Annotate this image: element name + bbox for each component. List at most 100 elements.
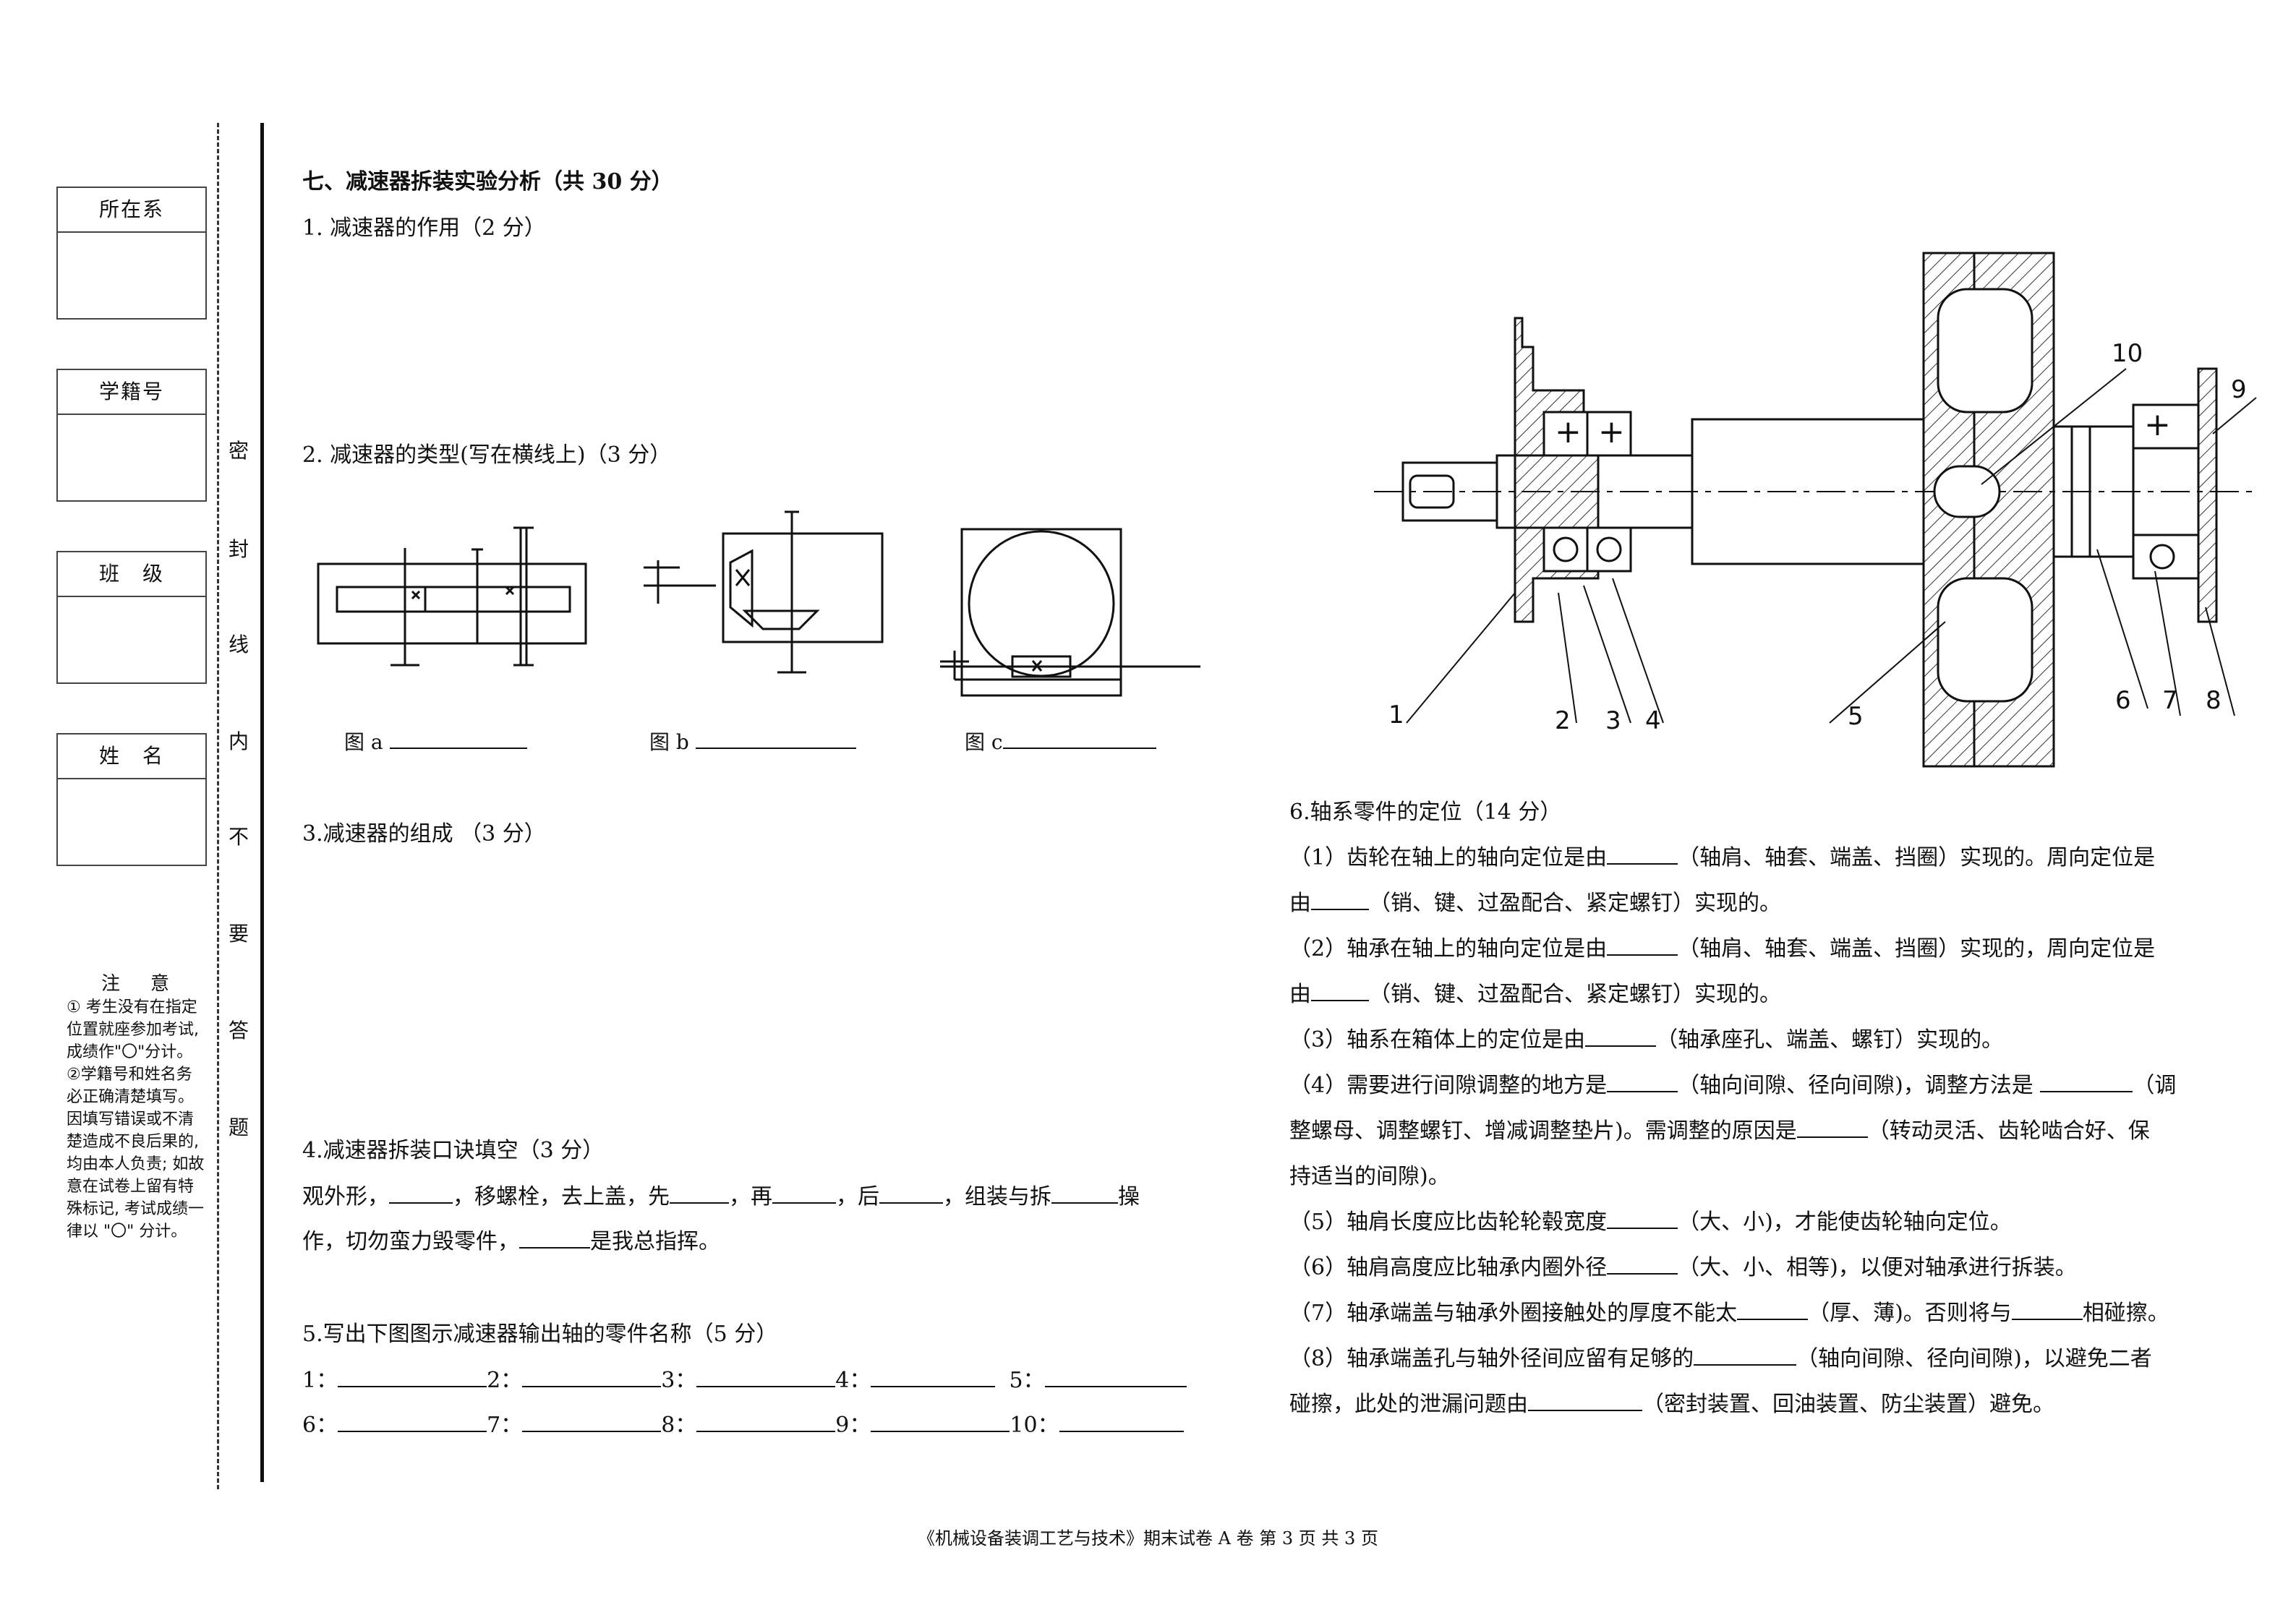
text-segment: 观外形， bbox=[302, 1184, 389, 1209]
text-segment: （销、键、过盈配合、紧定螺钉）实现的。 bbox=[1369, 982, 1781, 1007]
info-box-label: 姓 名 bbox=[58, 735, 205, 779]
q4-blank[interactable] bbox=[519, 1228, 590, 1249]
info-box-name[interactable]: 姓 名 bbox=[56, 733, 207, 866]
text-segment: 10： bbox=[1010, 1413, 1059, 1438]
part-name-blank[interactable] bbox=[1044, 1367, 1187, 1387]
info-box-student-id[interactable]: 学籍号 bbox=[56, 369, 207, 502]
info-box-department[interactable]: 所在系 bbox=[56, 187, 207, 320]
part-name-blank[interactable] bbox=[338, 1412, 487, 1432]
part-name-blank[interactable] bbox=[871, 1412, 1010, 1432]
text-segment: 2： bbox=[487, 1368, 523, 1393]
q6-blank[interactable] bbox=[1607, 1254, 1678, 1275]
q6-line: （1）齿轮在轴上的轴向定位是由（轴肩、轴套、端盖、挡圈）实现的。周向定位是 bbox=[1289, 835, 2208, 881]
q6-blank[interactable] bbox=[1607, 935, 1678, 956]
text-segment: ，再 bbox=[729, 1184, 772, 1209]
gear-key bbox=[1933, 465, 2001, 518]
text-segment: （厚、薄)。否则将与 bbox=[1808, 1301, 2012, 1326]
seal-char: 内 bbox=[228, 729, 249, 753]
q6-blank[interactable] bbox=[1585, 1027, 1657, 1047]
part-label: 5 bbox=[1848, 702, 1864, 731]
text-segment: 相碰擦。 bbox=[2082, 1301, 2169, 1326]
q4-blank[interactable] bbox=[879, 1183, 943, 1204]
text-segment: （2）轴承在轴上的轴向定位是由 bbox=[1289, 936, 1608, 962]
part-name-blank[interactable] bbox=[696, 1367, 836, 1387]
q6-line: 整螺母、调整螺钉、增减调整垫片)。需调整的原因是 （转动灵活、齿轮啮合好、保 bbox=[1289, 1108, 2208, 1154]
text-segment: （轴肩、轴套、端盖、挡圈）实现的。周向定位是 bbox=[1678, 845, 2156, 870]
text-segment: （轴向间隙、径向间隙)，以避免二者 bbox=[1796, 1346, 2152, 1371]
figure-b-caption: 图 b bbox=[649, 730, 689, 754]
part-label: 2 bbox=[1555, 706, 1571, 735]
question-2: 2. 减速器的类型(写在横线上)（3 分） bbox=[302, 442, 672, 468]
q4-blank[interactable] bbox=[772, 1183, 836, 1204]
q6-blank[interactable] bbox=[1796, 1118, 1868, 1138]
text-segment: 作，切勿蛮力毁零件， bbox=[302, 1229, 519, 1254]
text-segment: 6： bbox=[302, 1413, 338, 1438]
q4-blank[interactable] bbox=[670, 1183, 729, 1204]
text-segment: （轴承座孔、端盖、螺钉）实现的。 bbox=[1656, 1027, 2004, 1053]
q6-line: （7）轴承端盖与轴承外圈接触处的厚度不能太（厚、薄)。否则将与相碰擦。 bbox=[1289, 1290, 2208, 1336]
q6-line: 持适当的间隙)。 bbox=[1289, 1154, 2208, 1199]
question-4: 4.减速器拆装口诀填空（3 分） bbox=[302, 1138, 605, 1163]
question-6: 6.轴系零件的定位（14 分） （1）齿轮在轴上的轴向定位是由（轴肩、轴套、端盖… bbox=[1289, 789, 2208, 1427]
seal-char: 密 bbox=[228, 439, 249, 463]
bearing-cover-right bbox=[2197, 367, 2218, 623]
note-item: ① 考生没有在指定位置就座参加考试, 成绩作"〇"分计。 bbox=[67, 998, 199, 1061]
figure-a-answer-blank[interactable] bbox=[389, 727, 527, 749]
right-bearing-lower bbox=[2132, 534, 2200, 580]
question-6-title: 6.轴系零件的定位（14 分） bbox=[1289, 800, 1562, 825]
notes: ① 考生没有在指定位置就座参加考试, 成绩作"〇"分计。 ②学籍号和姓名务必正确… bbox=[67, 996, 205, 1243]
q6-blank[interactable] bbox=[1528, 1391, 1642, 1411]
text-segment: ，移螺栓，去上盖，先 bbox=[453, 1184, 670, 1209]
q6-blank[interactable] bbox=[1694, 1345, 1797, 1366]
q6-blank[interactable] bbox=[1311, 981, 1369, 1001]
q6-line: （6）轴肩高度应比轴承内圈外径（大、小、相等)，以便对轴承进行拆装。 bbox=[1289, 1245, 2208, 1290]
text-segment: （3）轴系在箱体上的定位是由 bbox=[1289, 1027, 1586, 1053]
q4-blank[interactable] bbox=[1051, 1183, 1118, 1204]
q6-blank[interactable] bbox=[2011, 1300, 2083, 1320]
part-name-blank[interactable] bbox=[522, 1412, 662, 1432]
svg-text:+: + bbox=[1598, 414, 1625, 450]
q4-blank[interactable] bbox=[389, 1183, 453, 1204]
question-5-row-2: 6：7：8：9：10： bbox=[302, 1407, 1184, 1439]
seal-solid-line bbox=[260, 123, 264, 1482]
text-segment: （转动灵活、齿轮啮合好、保 bbox=[1867, 1118, 2150, 1144]
part-label: 4 bbox=[1645, 706, 1661, 735]
q6-blank[interactable] bbox=[1607, 1072, 1678, 1092]
notes-title: 注 意 bbox=[101, 973, 176, 995]
part-name-blank[interactable] bbox=[338, 1367, 487, 1387]
text-segment: （大、小、相等)，以便对轴承进行拆装。 bbox=[1678, 1255, 2077, 1280]
q6-blank[interactable] bbox=[1737, 1300, 1809, 1320]
note-item: ②学籍号和姓名务必正确清楚填写。因填写错误或不清楚造成不良后果的, 均由本人负责… bbox=[67, 1066, 205, 1241]
figure-b-answer-blank[interactable] bbox=[695, 727, 856, 749]
info-box-class[interactable]: 班 级 bbox=[56, 551, 207, 684]
seal-dashed-line bbox=[217, 123, 219, 1489]
q6-line: （5）轴肩长度应比齿轮轮毂宽度（大、小)，才能使齿轮轴向定位。 bbox=[1289, 1199, 2208, 1245]
part-label: 7 bbox=[2162, 686, 2178, 715]
q6-line: （2）轴承在轴上的轴向定位是由（轴肩、轴套、端盖、挡圈）实现的，周向定位是 bbox=[1289, 926, 2208, 972]
part-name-blank[interactable] bbox=[871, 1367, 996, 1387]
question-4-line-1: 观外形，，移螺栓，去上盖，先，再，后，组装与拆操 bbox=[302, 1178, 1140, 1210]
text-segment: ，后 bbox=[836, 1184, 879, 1209]
svg-text:+: + bbox=[1555, 414, 1582, 450]
part-name-blank[interactable] bbox=[522, 1367, 662, 1387]
figure-c-answer-blank[interactable] bbox=[1002, 727, 1156, 749]
text-segment: 1： bbox=[302, 1368, 338, 1393]
q6-blank[interactable] bbox=[1607, 1209, 1678, 1229]
q6-blank[interactable] bbox=[1607, 844, 1678, 865]
part-label: 9 bbox=[2231, 375, 2247, 404]
part-label: 6 bbox=[2115, 686, 2131, 715]
part-label: 8 bbox=[2206, 686, 2222, 715]
info-box-label: 所在系 bbox=[58, 188, 205, 233]
question-3: 3.减速器的组成 （3 分） bbox=[302, 821, 546, 847]
figure-b-diagram bbox=[644, 510, 884, 674]
q6-line: （4）需要进行间隙调整的地方是（轴向间隙、径向间隙)，调整方法是 （调 bbox=[1289, 1063, 2208, 1108]
text-segment: （4）需要进行间隙调整的地方是 bbox=[1289, 1073, 1608, 1098]
text-segment: 整螺母、调整螺钉、增减调整垫片)。需调整的原因是 bbox=[1289, 1118, 1797, 1144]
figure-c-caption: 图 c bbox=[965, 730, 1003, 754]
part-name-blank[interactable] bbox=[696, 1412, 836, 1432]
q6-blank[interactable] bbox=[2040, 1072, 2133, 1092]
figure-a-caption: 图 a bbox=[344, 730, 383, 754]
part-name-blank[interactable] bbox=[1059, 1412, 1184, 1432]
text-segment: 由 bbox=[1289, 891, 1311, 916]
q6-blank[interactable] bbox=[1311, 890, 1369, 910]
